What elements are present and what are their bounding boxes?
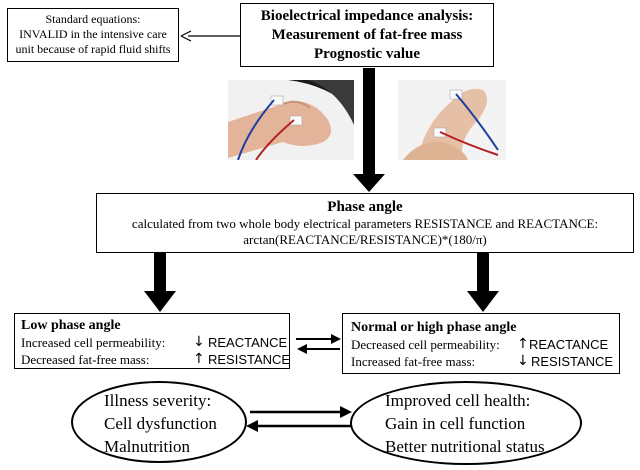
low-row1-label: Increased cell permeability: bbox=[21, 335, 166, 350]
health-cell-function: Gain in cell function bbox=[385, 414, 526, 433]
illness-cell-dysfunction: Cell dysfunction bbox=[104, 414, 217, 433]
phase-angle-formula: arctan(REACTANCE/RESISTANCE)*(180/π) bbox=[243, 232, 487, 247]
low-row1-value: REACTANCE bbox=[208, 335, 288, 350]
high-phase-angle-box: Normal or high phase angle Decreased cel… bbox=[342, 313, 620, 374]
hand-electrodes-photo bbox=[228, 80, 354, 160]
arrow-up-icon: ↑ bbox=[193, 351, 205, 367]
illness-title: Illness severity: bbox=[104, 391, 212, 410]
improved-health-ellipse: Improved cell health: Gain in cell funct… bbox=[350, 381, 582, 465]
high-row1-value: REACTANCE bbox=[529, 337, 609, 352]
phase-angle-description: calculated from two whole body electrica… bbox=[131, 216, 599, 231]
health-title: Improved cell health: bbox=[385, 391, 531, 410]
phase-angle-box: Phase angle calculated from two whole bo… bbox=[96, 193, 634, 253]
low-phase-angle-box: Low phase angle Increased cell permeabil… bbox=[14, 313, 290, 369]
arrow-to-low-phase-angle bbox=[144, 253, 176, 312]
arrow-down-icon: ↓ bbox=[517, 353, 529, 369]
bia-subtitle: Measurement of fat-free mass bbox=[271, 27, 463, 43]
ankle-electrodes-photo bbox=[398, 80, 506, 160]
double-arrow-ellipses bbox=[246, 406, 352, 432]
standard-equations-box: Standard equations: INVALID in the inten… bbox=[7, 8, 179, 62]
arrow-up-icon: ↑ bbox=[517, 336, 529, 352]
arrow-down-icon: ↓ bbox=[193, 334, 205, 350]
bia-box: Bioelectrical impedance analysis: Measur… bbox=[240, 3, 494, 67]
illness-malnutrition: Malnutrition bbox=[104, 437, 190, 456]
bia-prognostic: Prognostic value bbox=[314, 46, 420, 62]
low-phase-angle-title: Low phase angle bbox=[21, 318, 121, 333]
high-row2-value: RESISTANCE bbox=[531, 354, 614, 369]
arrow-to-high-phase-angle bbox=[467, 253, 499, 312]
double-arrow-low-high bbox=[296, 334, 341, 354]
low-row2-value: RESISTANCE bbox=[208, 352, 291, 367]
standard-equations-title: Standard equations: bbox=[45, 12, 141, 26]
high-row2-label: Increased fat-free mass: bbox=[351, 354, 476, 369]
high-phase-angle-title: Normal or high phase angle bbox=[351, 320, 517, 335]
illness-severity-ellipse: Illness severity: Cell dysfunction Malnu… bbox=[71, 381, 247, 463]
low-row2-label: Decreased fat-free mass: bbox=[21, 352, 150, 367]
arrow-to-standard-equations bbox=[180, 30, 240, 42]
phase-angle-title: Phase angle bbox=[327, 199, 403, 215]
bia-title: Bioelectrical impedance analysis: bbox=[260, 8, 474, 24]
high-row1-label: Decreased cell permeability: bbox=[351, 337, 500, 352]
health-nutritional-status: Better nutritional status bbox=[385, 437, 545, 456]
standard-equations-line2: INVALID in the intensive care bbox=[19, 27, 167, 41]
standard-equations-line3: unit because of rapid fluid shifts bbox=[15, 42, 171, 56]
arrow-bia-to-phase-angle bbox=[353, 68, 385, 192]
